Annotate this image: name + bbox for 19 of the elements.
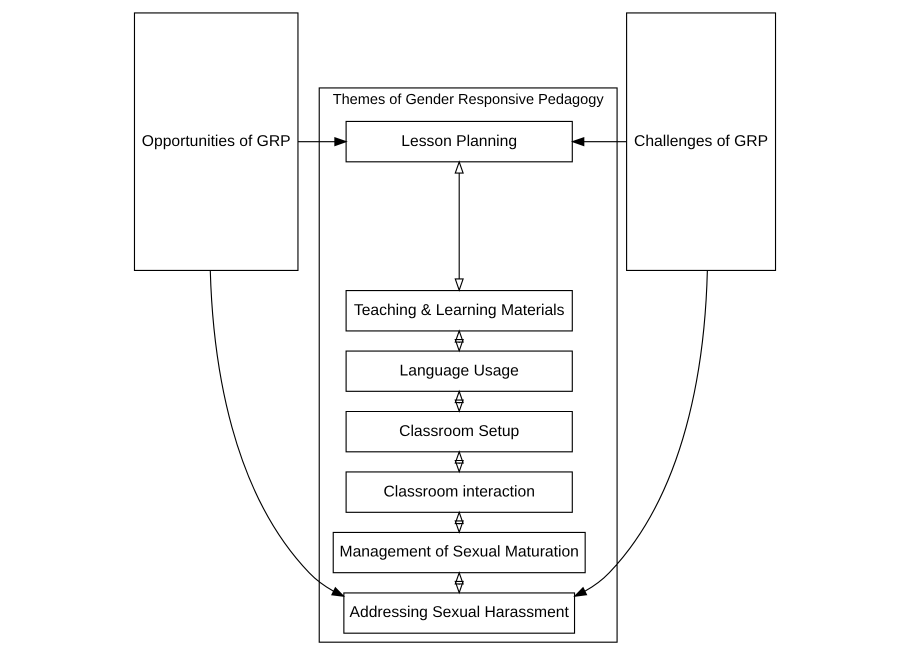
arrow [209, 270, 345, 597]
arrow [454, 450, 464, 474]
node-box: Language Usage [345, 350, 572, 392]
arrow [454, 390, 464, 413]
node-box: Opportunities of GRP [133, 12, 298, 271]
node-box: Lesson Planning [345, 120, 572, 162]
arrow [454, 329, 464, 352]
arrow [454, 510, 464, 534]
arrow [570, 136, 626, 146]
arrow [454, 571, 464, 594]
node-box: Challenges of GRP [626, 12, 776, 271]
node-box: Management of Sexual Maturation [332, 532, 586, 574]
node-box: Addressing Sexual Harassment [342, 592, 575, 634]
node-box: Teaching & Learning Materials [345, 290, 572, 332]
node-box: Classroom Setup [345, 410, 572, 452]
arrow [454, 160, 464, 292]
node-box: Classroom interaction [345, 471, 572, 513]
arrow [572, 270, 708, 597]
arrow [298, 136, 348, 146]
